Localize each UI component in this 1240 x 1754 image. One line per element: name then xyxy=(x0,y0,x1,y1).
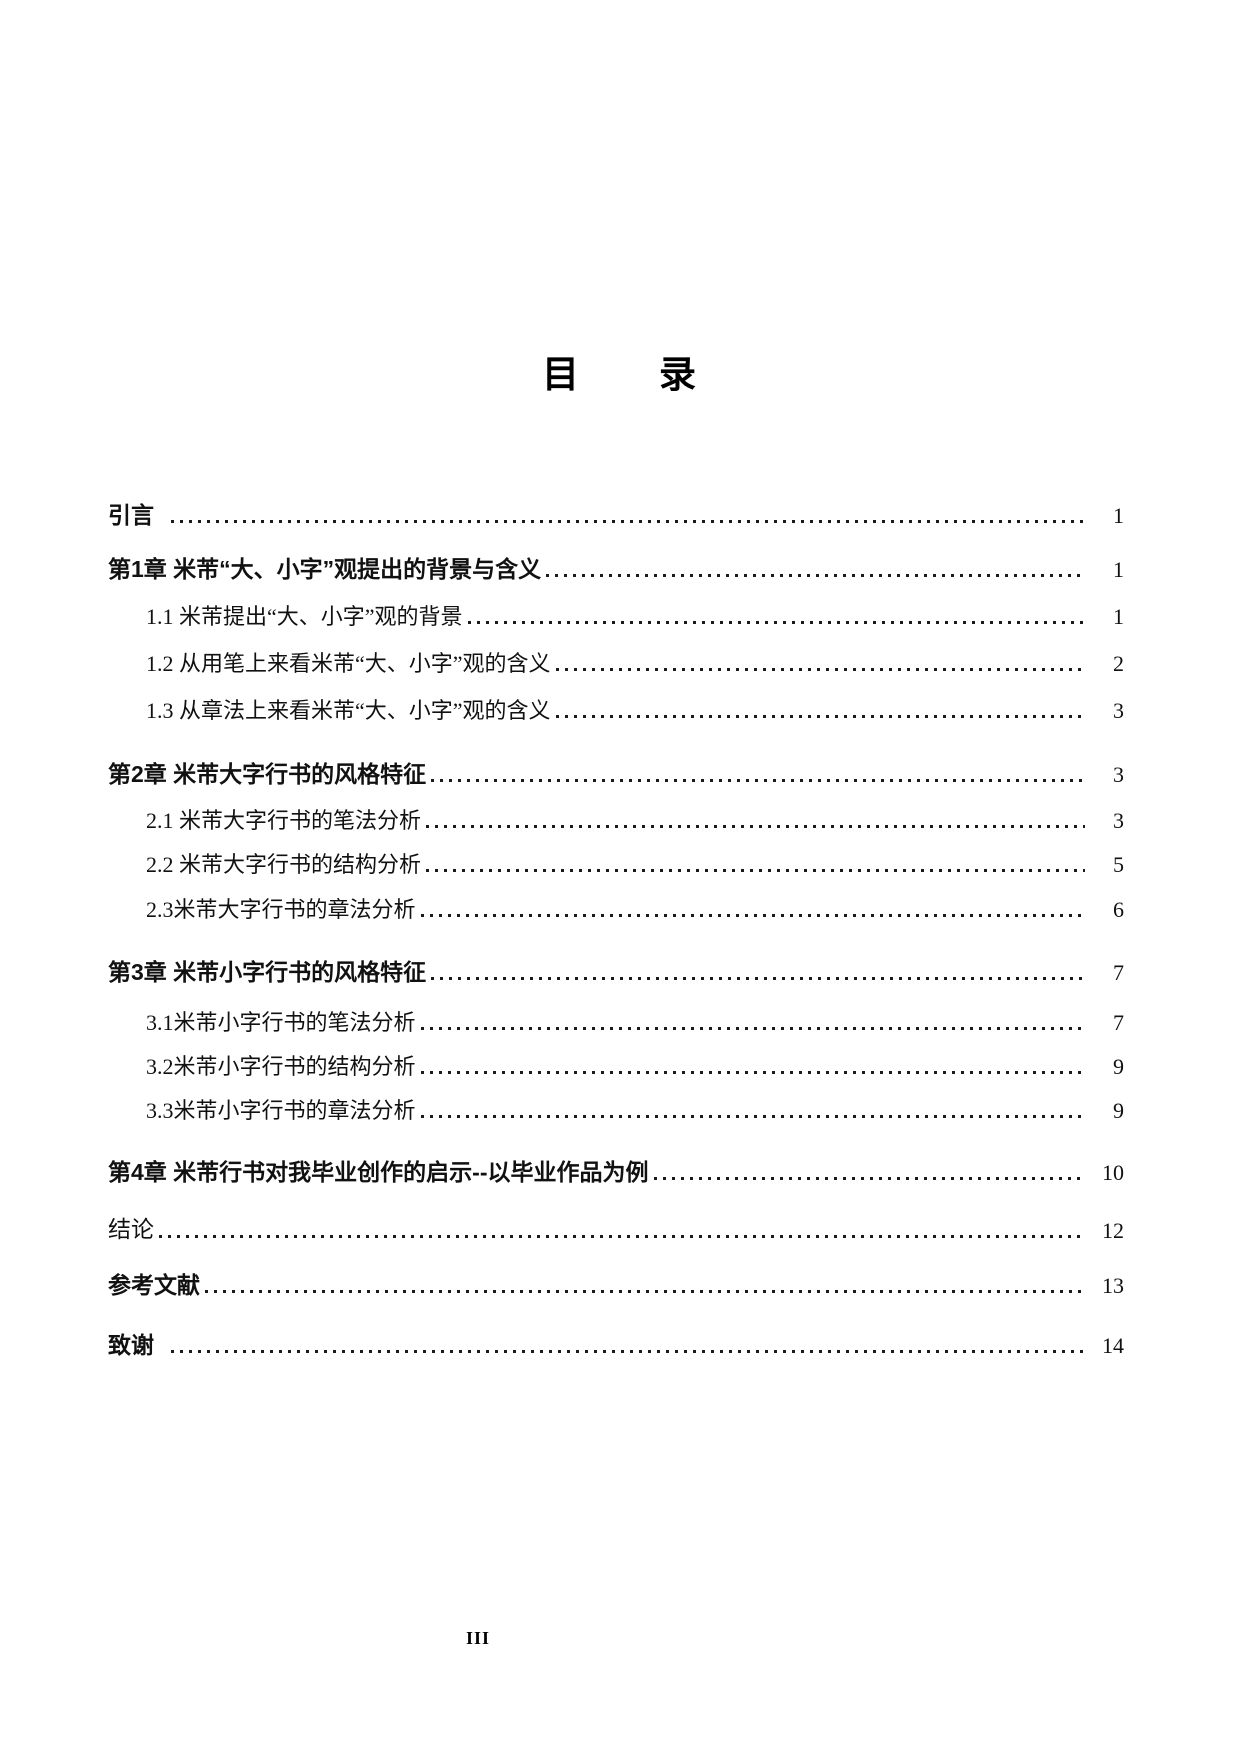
dot-leader xyxy=(420,1027,1085,1030)
toc-entry-page: 3 xyxy=(1113,807,1124,833)
toc-entry-page: 7 xyxy=(1113,959,1124,985)
dot-leader xyxy=(426,825,1085,828)
dot-leader xyxy=(420,1071,1085,1074)
dot-leader xyxy=(171,1350,1085,1353)
dot-leader xyxy=(159,1235,1085,1238)
toc-entry-label: 引言 xyxy=(108,501,154,528)
toc-entry-1-2: 1.2 从用笔上来看米芾“大、小字”观的含义 2 xyxy=(108,646,1124,676)
toc-entry-acknowledgements: 致谢 14 xyxy=(108,1328,1124,1358)
toc-entry-3-2: 3.2米芾小字行书的结构分析 9 xyxy=(108,1049,1124,1079)
dot-leader xyxy=(467,621,1085,624)
toc-entry-page: 6 xyxy=(1113,896,1124,922)
toc-entry-chapter2: 第2章 米芾大字行书的风格特征 3 xyxy=(108,757,1124,787)
dot-leader xyxy=(555,715,1085,718)
footer-page-number: III xyxy=(465,1628,490,1648)
toc-entry-3-3: 3.3米芾小字行书的章法分析 9 xyxy=(108,1093,1124,1123)
toc-entry-page: 13 xyxy=(1102,1272,1124,1298)
toc-entry-page: 12 xyxy=(1102,1217,1124,1243)
toc-entry-page: 3 xyxy=(1113,697,1124,723)
toc-entry-label: 1.1 米芾提出“大、小字”观的背景 xyxy=(146,603,463,629)
toc-entry-page: 5 xyxy=(1113,851,1124,877)
toc-entry-conclusion: 结论 12 xyxy=(108,1213,1124,1243)
dot-leader xyxy=(420,914,1085,917)
toc-entry-label: 1.2 从用笔上来看米芾“大、小字”观的含义 xyxy=(146,650,551,676)
toc-entry-label: 2.1 米芾大字行书的笔法分析 xyxy=(146,807,422,833)
toc-entry-2-2: 2.2 米芾大字行书的结构分析 5 xyxy=(108,847,1124,877)
toc-entry-page: 9 xyxy=(1113,1053,1124,1079)
dot-leader xyxy=(431,779,1085,782)
toc-entry-label: 3.2米芾小字行书的结构分析 xyxy=(146,1053,416,1079)
toc-entry-page: 14 xyxy=(1102,1332,1124,1358)
toc-entry-label: 第3章 米芾小字行书的风格特征 xyxy=(108,958,427,985)
toc-entry-2-1: 2.1 米芾大字行书的笔法分析 3 xyxy=(108,803,1124,833)
dot-leader xyxy=(205,1290,1085,1293)
toc-entry-label: 第1章 米芾“大、小字”观提出的背景与含义 xyxy=(108,555,542,582)
toc-entry-2-3: 2.3米芾大字行书的章法分析 6 xyxy=(108,892,1124,922)
toc-entry-page: 10 xyxy=(1102,1159,1124,1185)
toc-entry-chapter1: 第1章 米芾“大、小字”观提出的背景与含义 1 xyxy=(108,552,1124,582)
dot-leader xyxy=(546,574,1085,577)
dot-leader xyxy=(420,1115,1085,1118)
toc-entry-label: 第2章 米芾大字行书的风格特征 xyxy=(108,760,427,787)
page-title: 目 录 xyxy=(542,354,698,395)
toc-entry-1-3: 1.3 从章法上来看米芾“大、小字”观的含义 3 xyxy=(108,693,1124,723)
toc-entry-page: 1 xyxy=(1113,556,1124,582)
toc-entry-intro: 引言 1 xyxy=(108,498,1124,528)
toc-entry-label: 3.1米芾小字行书的笔法分析 xyxy=(146,1009,416,1035)
toc-entry-page: 1 xyxy=(1113,603,1124,629)
toc-entry-label: 3.3米芾小字行书的章法分析 xyxy=(146,1097,416,1123)
dot-leader xyxy=(431,977,1085,980)
toc-entry-page: 2 xyxy=(1113,650,1124,676)
toc-entry-label: 第4章 米芾行书对我毕业创作的启示--以毕业作品为例 xyxy=(108,1158,649,1185)
toc-entry-chapter3: 第3章 米芾小字行书的风格特征 7 xyxy=(108,955,1124,985)
dot-leader xyxy=(653,1177,1085,1180)
toc-entry-label: 2.3米芾大字行书的章法分析 xyxy=(146,896,416,922)
toc-entry-label: 结论 xyxy=(108,1216,154,1242)
toc-entry-page: 3 xyxy=(1113,761,1124,787)
toc-entry-3-1: 3.1米芾小字行书的笔法分析 7 xyxy=(108,1005,1124,1035)
toc-entry-page: 7 xyxy=(1113,1009,1124,1035)
toc-entry-chapter4: 第4章 米芾行书对我毕业创作的启示--以毕业作品为例 10 xyxy=(108,1155,1124,1185)
dot-leader xyxy=(426,869,1085,872)
toc-entry-label: 致谢 xyxy=(108,1331,154,1358)
toc-entry-page: 1 xyxy=(1113,502,1124,528)
toc-entry-label: 2.2 米芾大字行书的结构分析 xyxy=(146,851,422,877)
dot-leader xyxy=(555,668,1085,671)
toc-entry-label: 参考文献 xyxy=(108,1271,200,1298)
toc-entry-page: 9 xyxy=(1113,1097,1124,1123)
toc-entry-1-1: 1.1 米芾提出“大、小字”观的背景 1 xyxy=(108,599,1124,629)
toc-entry-references: 参考文献 13 xyxy=(108,1268,1124,1298)
toc-entry-label: 1.3 从章法上来看米芾“大、小字”观的含义 xyxy=(146,697,551,723)
dot-leader xyxy=(171,520,1085,523)
